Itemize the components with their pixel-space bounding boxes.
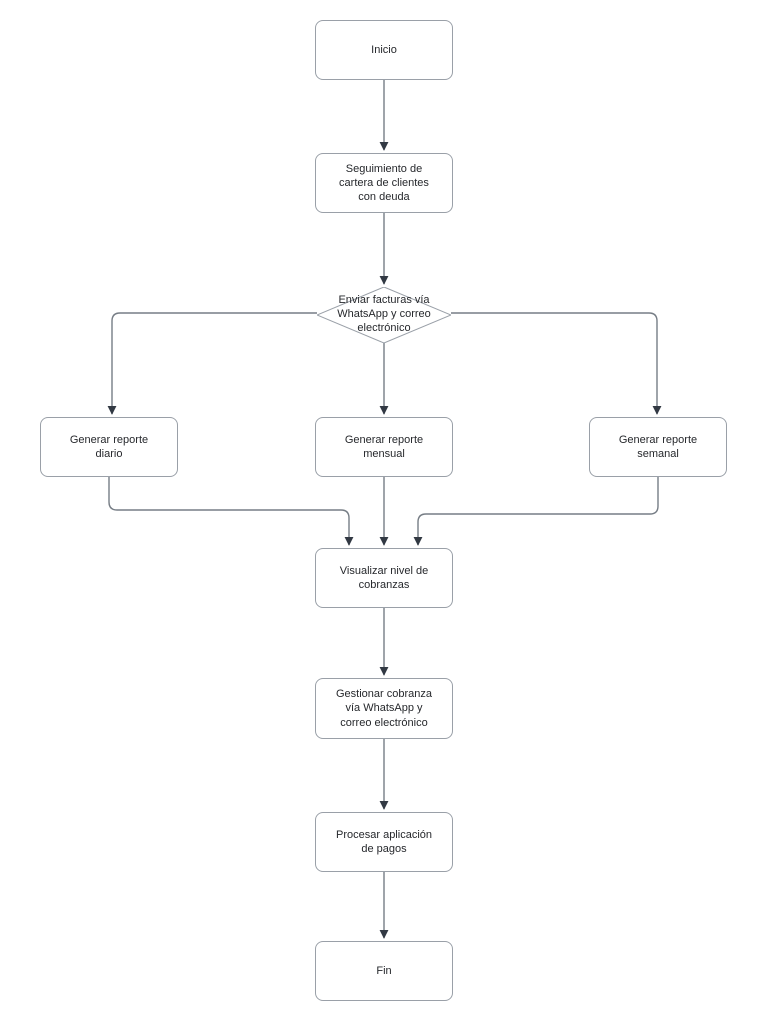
flow-node-fin: Fin xyxy=(315,941,453,1001)
edge-enviar-diario xyxy=(107,312,317,415)
edge-semanal-visualizar xyxy=(413,477,659,546)
flow-node-seguimiento-cartera: Seguimiento de cartera de clientes con d… xyxy=(315,153,453,213)
flow-node-gestionar-label: Gestionar cobranza vía WhatsApp y correo… xyxy=(336,688,432,729)
flow-node-enviar-label: Enviar facturas vía WhatsApp y correo el… xyxy=(337,294,431,334)
flow-node-enviar-facturas-decision: Enviar facturas vía WhatsApp y correo el… xyxy=(317,287,451,343)
flow-node-inicio-label: Inicio xyxy=(371,43,397,56)
edge-diario-visualizar xyxy=(108,477,354,546)
flow-node-reporte-mensual: Generar reporte mensual xyxy=(315,417,453,477)
flow-node-mensual-label: Generar reporte mensual xyxy=(344,433,424,460)
flow-node-semanal-label: Generar reporte semanal xyxy=(618,433,698,460)
flow-node-inicio: Inicio xyxy=(315,20,453,80)
flow-node-reporte-diario: Generar reporte diario xyxy=(40,417,178,477)
flow-node-seguimiento-label: Seguimiento de cartera de clientes con d… xyxy=(339,162,429,204)
flow-node-fin-label: Fin xyxy=(376,964,392,977)
flow-node-visualizar-label: Visualizar nivel de cobranzas xyxy=(339,564,429,591)
edge-enviar-semanal xyxy=(451,312,662,415)
flow-node-procesar-label: Procesar aplicación de pagos xyxy=(336,828,432,855)
flow-node-gestionar-cobranza: Gestionar cobranza vía WhatsApp y correo… xyxy=(315,678,453,739)
diamond-shape-icon xyxy=(317,287,451,343)
flow-node-procesar-pagos: Procesar aplicación de pagos xyxy=(315,812,453,872)
flow-node-reporte-semanal: Generar reporte semanal xyxy=(589,417,727,477)
flow-node-diario-label: Generar reporte diario xyxy=(69,433,149,460)
flow-node-visualizar-cobranzas: Visualizar nivel de cobranzas xyxy=(315,548,453,608)
